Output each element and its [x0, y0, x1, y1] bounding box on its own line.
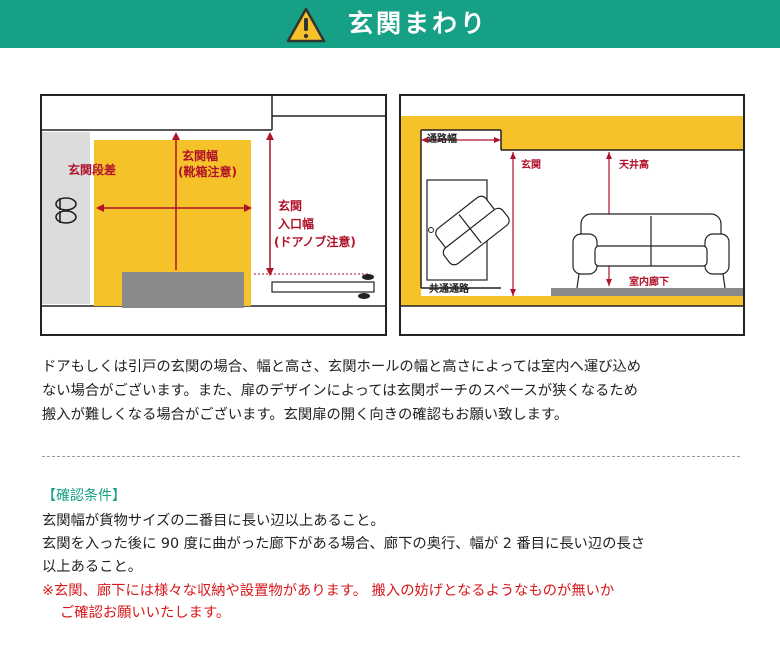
section-title: 玄関まわり [348, 9, 489, 38]
caution-note: ※玄関、廊下には様々な収納や設置物があります。 搬入の妨げとなるようなものが無い… [42, 580, 742, 624]
description-line: 搬入が難しくなる場合がございます。玄関扉の開く向きの確認もお願い致します。 [42, 407, 569, 423]
label-entrance-step: 玄関段差 [68, 163, 117, 177]
condition-line: 以上あること。 [42, 559, 143, 575]
condition-line: 玄関幅が貨物サイズの二番目に長い辺以上あること。 [42, 513, 385, 529]
label-passage-width: 通路幅 [427, 134, 457, 145]
sofa-tilted-icon [435, 195, 510, 266]
label-entrance-door-note: (ドアノブ注意) [274, 235, 356, 249]
label-ceiling-height: 天井高 [619, 160, 649, 171]
side-view-graphic [401, 116, 743, 307]
conditions-heading: 【確認条件】 [42, 488, 126, 504]
section-header: 玄関まわり [0, 0, 780, 48]
caution-note-line: ※玄関、廊下には様々な収納や設置物があります。 搬入の妨げとなるようなものが無い… [42, 583, 615, 599]
sofa-icon [572, 213, 730, 289]
description-line: ドアもしくは引戸の玄関の場合、幅と高さ、玄関ホールの幅と高さによっては室内へ運び… [42, 359, 642, 375]
label-common-passage: 共通通路 [429, 284, 469, 295]
condition-line: 玄関を入った後に 90 度に曲がった廊下がある場合、廊下の奥行、幅が 2 番目に… [42, 536, 646, 552]
warning-triangle-icon [286, 7, 326, 43]
label-entrance-door: 玄関 [278, 199, 303, 213]
label-entrance-width: 玄関幅 [182, 149, 219, 163]
entrance-top-view-diagram: 玄関段差 玄関幅 (靴箱注意) 玄関 入口幅 (ドアノブ注意) [40, 94, 387, 336]
description-paragraph: ドアもしくは引戸の玄関の場合、幅と高さ、玄関ホールの幅と高さによっては室内へ運び… [42, 355, 742, 427]
caution-note-line: ご確認お願いいたします。 [60, 605, 231, 621]
slippers-icon [55, 197, 77, 224]
label-entrance-door-width: 入口幅 [278, 217, 315, 231]
entrance-side-view-diagram: 通路幅 玄関 天井高 共通通路 室内廊下 [399, 94, 745, 336]
dashed-divider [42, 456, 740, 457]
entrance-diagram-graphic [42, 96, 385, 308]
description-line: ない場合がございます。また、扉のデザインによっては玄関ポーチのスペースが狭くなる… [42, 383, 638, 399]
label-entrance-width-note: (靴箱注意) [178, 165, 237, 179]
label-indoor-corridor: 室内廊下 [629, 277, 669, 288]
label-entrance-side: 玄関 [521, 160, 541, 171]
